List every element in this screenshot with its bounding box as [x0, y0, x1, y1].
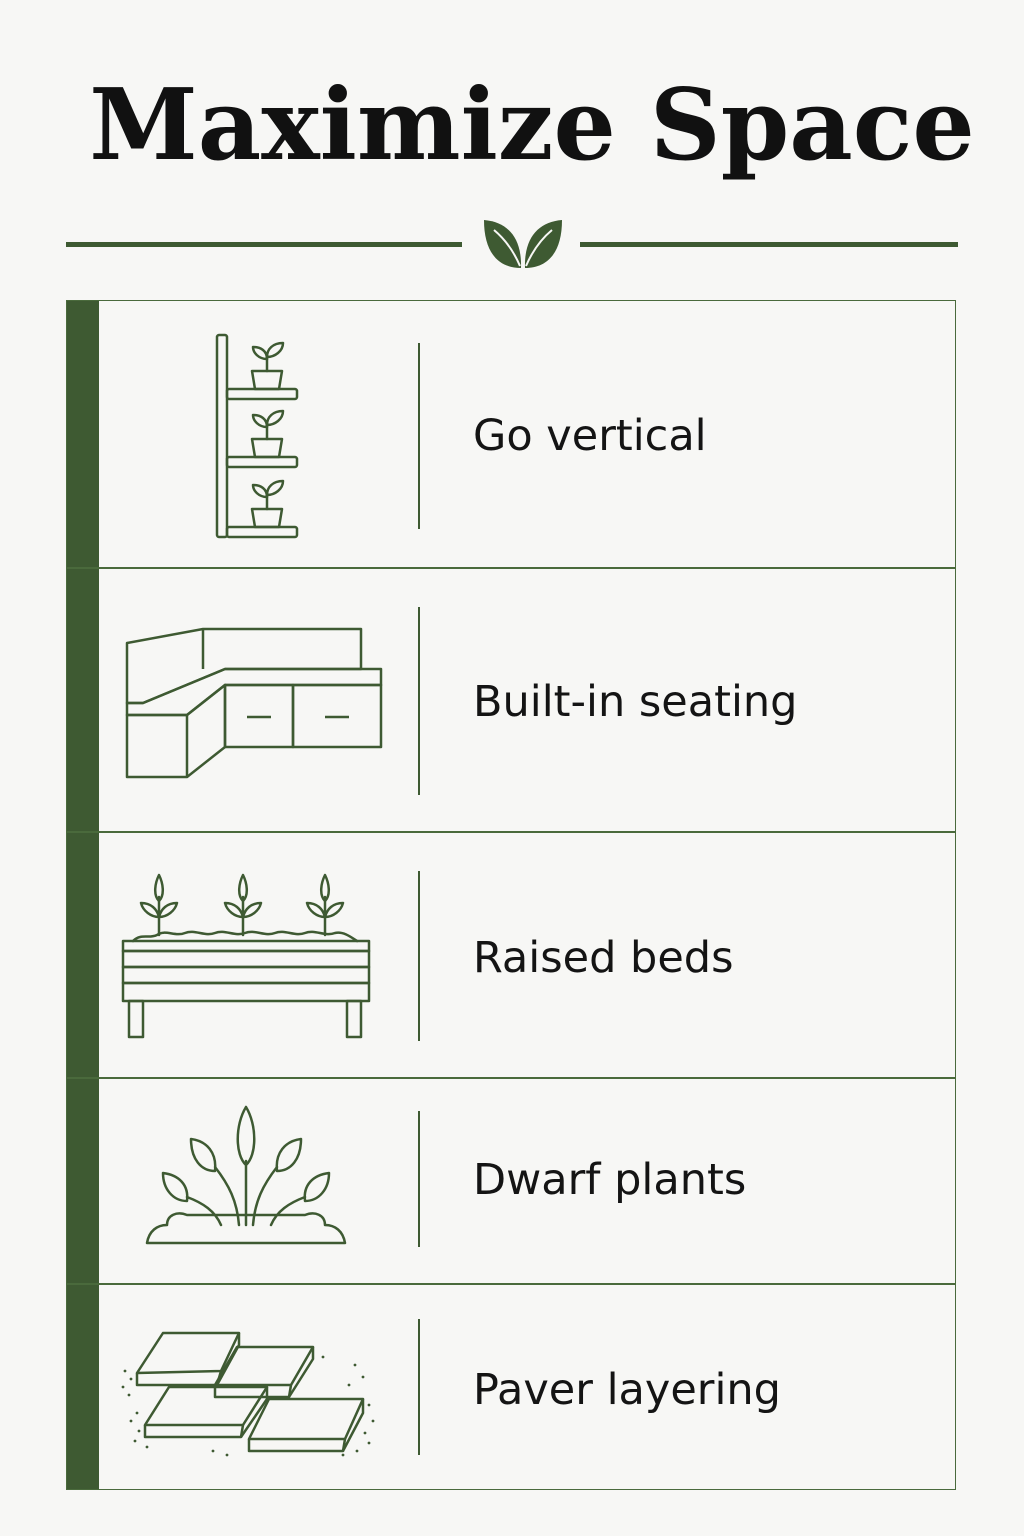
card-separator — [418, 343, 420, 529]
leaf-icon — [484, 220, 562, 268]
card-accent-bar — [67, 569, 99, 831]
list-item: Dwarf plants — [66, 1078, 956, 1284]
card-separator — [418, 607, 420, 795]
card-accent-bar — [67, 833, 99, 1077]
card-accent-bar — [67, 1285, 99, 1489]
dwarf-plant-icon — [145, 1105, 347, 1245]
item-label: Raised beds — [473, 933, 734, 983]
corner-bench-icon — [125, 627, 383, 779]
item-label: Go vertical — [473, 411, 707, 461]
divider-line-left — [66, 242, 462, 247]
list-item: Raised beds — [66, 832, 956, 1078]
raised-bed-icon — [121, 873, 371, 1039]
vertical-shelf-planter-icon — [215, 333, 299, 539]
item-label: Paver layering — [473, 1365, 781, 1415]
page-title: Maximize Space — [89, 68, 975, 183]
card-accent-bar — [67, 301, 99, 567]
list-item: Go vertical — [66, 300, 956, 568]
card-separator — [418, 871, 420, 1041]
card-accent-bar — [67, 1079, 99, 1283]
list-item: Built-in seating — [66, 568, 956, 832]
list-item: Paver layering — [66, 1284, 956, 1490]
item-label: Dwarf plants — [473, 1155, 747, 1205]
card-separator — [418, 1111, 420, 1247]
item-label: Built-in seating — [473, 677, 798, 727]
divider-line-right — [580, 242, 958, 247]
pavers-icon — [121, 1331, 375, 1457]
card-separator — [418, 1319, 420, 1455]
